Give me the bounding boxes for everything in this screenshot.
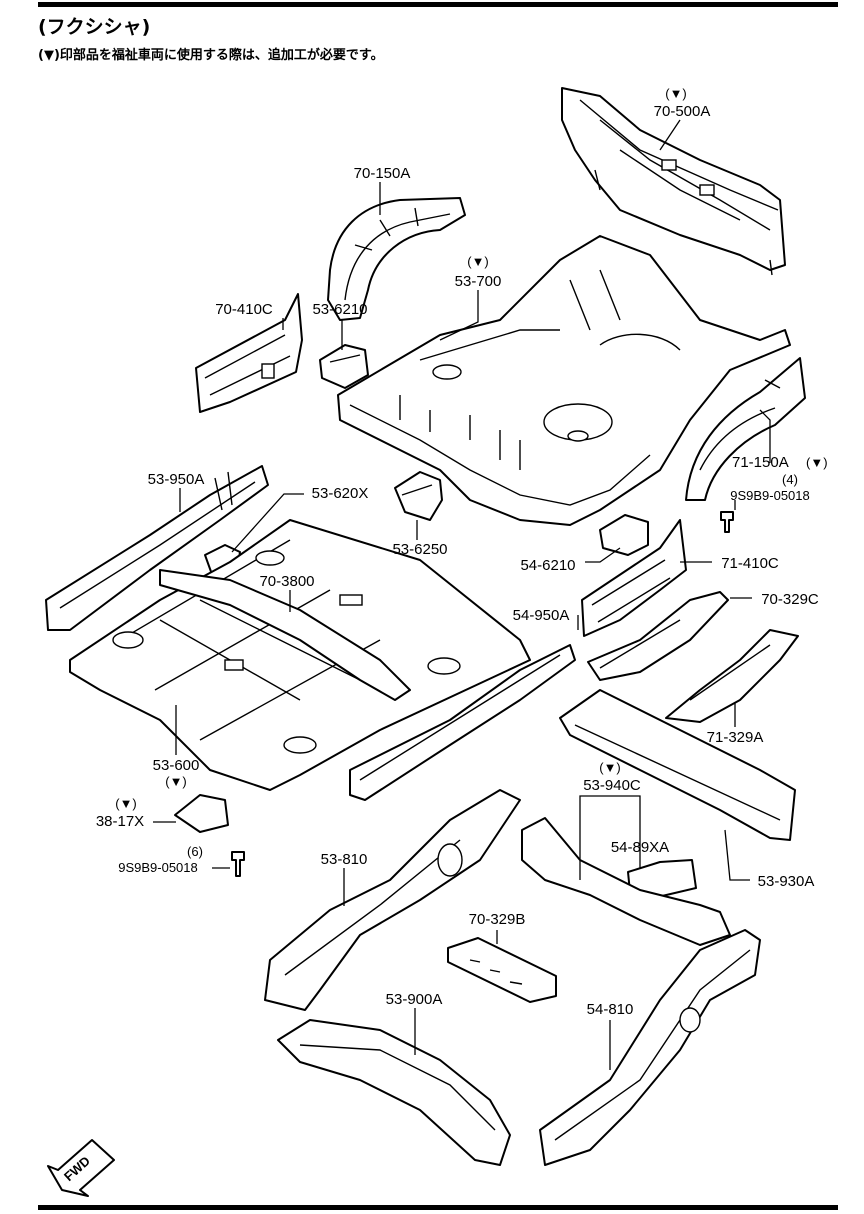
label-53-900A: 53-900A [386,991,443,1008]
top-border-rule [38,2,838,7]
label-70-329B: 70-329B [469,911,526,928]
label-53-6210: 53-6210 [312,301,367,318]
part-71-329A-bracket[interactable] [665,629,799,723]
part-53-940C-rear-member[interactable] [521,817,731,946]
label-53-600: 53-600 [153,757,200,774]
qty-9S9B9-05018-upper: (4) [782,472,798,487]
label-70-500A: 70-500A [654,103,711,120]
label-71-150A: 71-150A [732,454,789,471]
mark-71-150A: (▼) [806,455,828,470]
part-53-930A-cross-member[interactable] [559,689,796,841]
part-53-810-frame-rail[interactable] [264,789,521,1011]
bolt-9S9B9-05018-lower[interactable] [231,851,245,877]
label-38-17X: 38-17X [96,813,144,830]
label-71-329A: 71-329A [707,729,764,746]
label-9S9B9-05018-lower: 9S9B9-05018 [118,860,198,875]
label-53-940C: 53-940C [583,777,641,794]
part-54-810-frame-rail[interactable] [539,929,761,1166]
label-53-810: 53-810 [321,851,368,868]
label-53-620X: 53-620X [312,485,369,502]
page-title: (フクシシャ) [38,16,151,38]
label-70-3800: 70-3800 [259,573,314,590]
label-70-410C: 70-410C [215,301,273,318]
part-53-950A-side-sill[interactable] [45,465,269,631]
part-70-410C-side-member[interactable] [195,293,303,413]
label-53-6250: 53-6250 [392,541,447,558]
header-note: (▼)印部品を福祉車両に使用する際は、追加工が必要です。 [38,48,384,63]
label-71-410C: 71-410C [721,555,779,572]
part-labels: (▼) 70-500A 70-150A (▼) 53-700 70-410C 5… [96,86,828,1018]
mark-53-940C: (▼) [599,760,621,775]
label-53-950A: 53-950A [148,471,205,488]
label-53-700: 53-700 [455,273,502,290]
part-71-150A-wheel-housing[interactable] [685,357,806,501]
label-54-89XA: 54-89XA [611,839,669,856]
bottom-border-rule [38,1205,838,1210]
label-54-810: 54-810 [587,1001,634,1018]
part-70-329B-plate[interactable] [447,937,557,1003]
label-70-150A: 70-150A [354,165,411,182]
part-53-6210-bracket[interactable] [319,344,369,389]
part-53-900A-lower-member[interactable] [277,1019,511,1166]
mark-53-600: (▼) [165,774,187,789]
part-53-700-rear-floor-pan[interactable] [337,235,791,526]
leader-lines [153,119,771,1070]
bolt-9S9B9-05018-upper[interactable] [720,511,734,533]
part-71-410C-side-member[interactable] [581,519,687,637]
mark-70-500A: (▼) [665,86,687,101]
part-54-950A-side-sill[interactable] [349,644,576,801]
part-70-329C-bracket[interactable] [587,591,729,681]
part-70-500A-rear-panel[interactable] [561,87,786,276]
mark-53-700: (▼) [467,254,489,269]
label-9S9B9-05018-upper: 9S9B9-05018 [730,488,810,503]
label-53-930A: 53-930A [758,873,815,890]
part-70-150A-wheel-housing[interactable] [327,197,466,321]
mark-38-17X: (▼) [115,796,137,811]
part-38-17X-bracket[interactable] [174,794,229,833]
label-54-950A: 54-950A [513,607,570,624]
label-70-329C: 70-329C [761,591,819,608]
part-54-6210-bracket[interactable] [599,514,649,556]
qty-9S9B9-05018-lower: (6) [187,844,203,859]
part-53-6250-bracket[interactable] [394,471,443,521]
part-70-3800-cross-member[interactable] [159,569,411,701]
label-54-6210: 54-6210 [520,557,575,574]
fwd-arrow-icon: FWD [47,1139,115,1197]
